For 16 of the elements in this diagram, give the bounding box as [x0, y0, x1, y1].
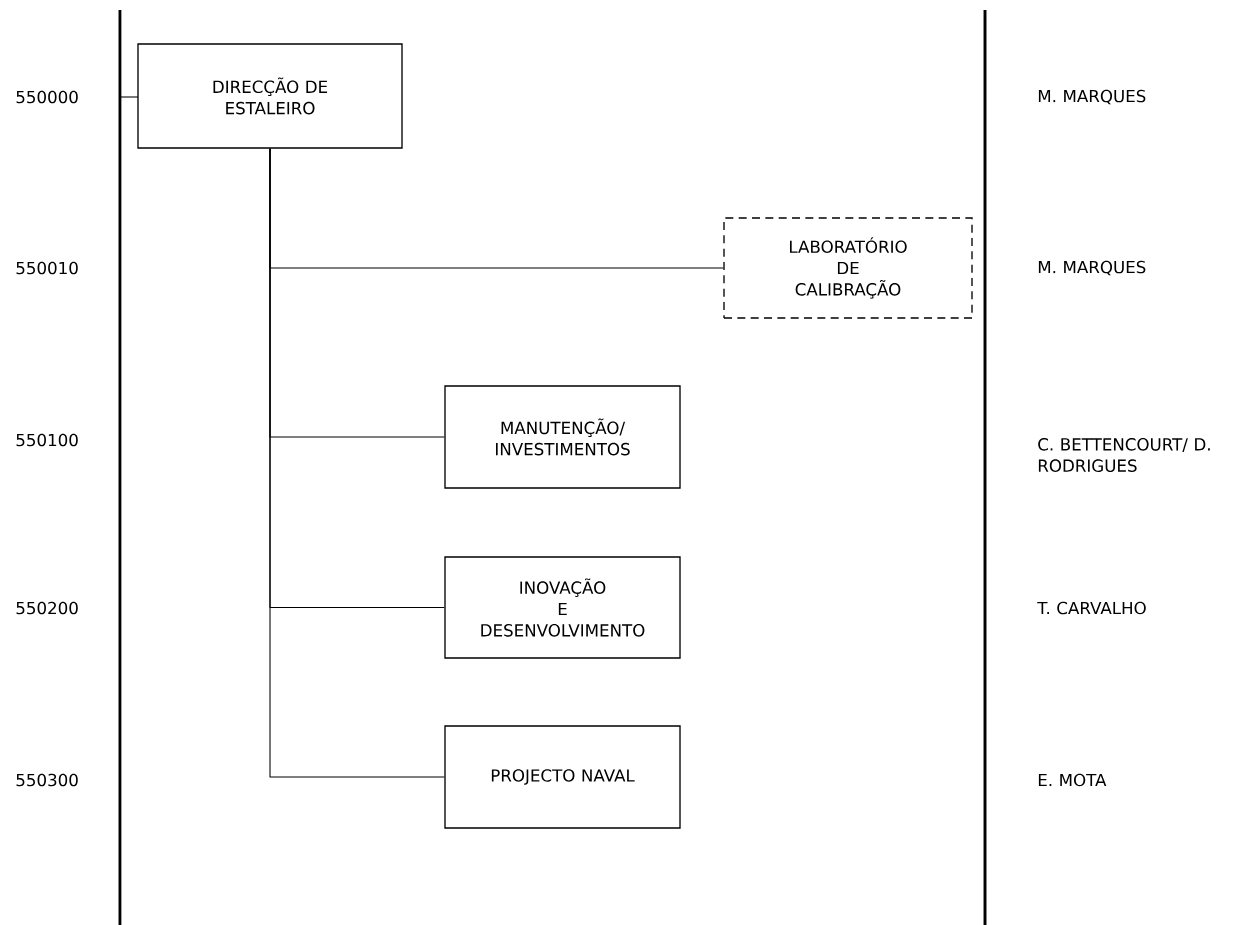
unit-box: MANUTENÇÃO/ INVESTIMENTOS [444, 385, 681, 489]
code-label: 550000 [16, 90, 78, 104]
dashed-box: LABORATÓRIO DE CALIBRAÇÃO [723, 217, 973, 319]
person-name: C. BETTENCOURT/ D. RODRIGUES [1038, 438, 1210, 472]
code-label: 550010 [16, 261, 78, 275]
code-label: 550300 [16, 773, 78, 787]
unit-box: PROJECTO NAVAL [444, 725, 681, 829]
unit-box: DIRECÇÃO DE ESTALEIRO [137, 43, 403, 149]
person-name: M. MARQUES [1038, 89, 1146, 105]
code-label: 550100 [16, 433, 78, 447]
connector-line [269, 148, 445, 778]
person-name: M. MARQUES [1038, 260, 1146, 276]
code-label: 550200 [16, 601, 78, 615]
unit-box: INOVAÇÃO E DESENVOLVIMENTO [444, 556, 681, 659]
person-name: T. CARVALHO [1037, 601, 1146, 615]
person-name: E. MOTA [1038, 773, 1107, 787]
